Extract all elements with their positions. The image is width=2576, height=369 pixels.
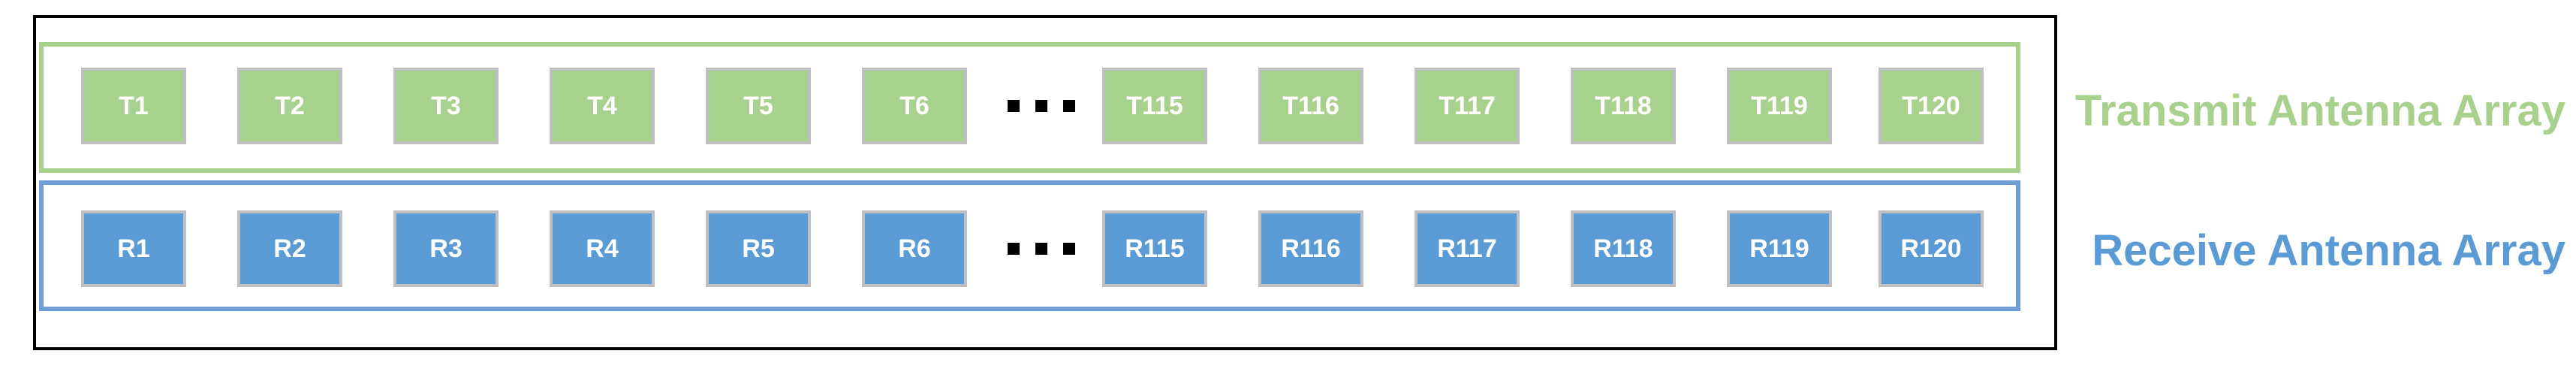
transmit-element: T6 bbox=[862, 68, 967, 144]
transmit-element: T2 bbox=[237, 68, 342, 144]
receive-ellipsis bbox=[1008, 237, 1075, 260]
transmit-element: T120 bbox=[1879, 68, 1984, 144]
transmit-element: T5 bbox=[706, 68, 811, 144]
transmit-element: T115 bbox=[1102, 68, 1207, 144]
transmit-array-label: Transmit Antenna Array bbox=[2074, 86, 2565, 135]
transmit-ellipsis bbox=[1008, 95, 1075, 117]
transmit-element: T116 bbox=[1258, 68, 1363, 144]
transmit-element: T1 bbox=[81, 68, 186, 144]
receive-element: R116 bbox=[1258, 210, 1363, 287]
receive-element: R115 bbox=[1102, 210, 1207, 287]
receive-element: R118 bbox=[1571, 210, 1676, 287]
receive-array-frame bbox=[39, 180, 2020, 311]
receive-element: R119 bbox=[1727, 210, 1832, 287]
receive-element: R3 bbox=[393, 210, 499, 287]
receive-element: R4 bbox=[550, 210, 655, 287]
receive-element: R117 bbox=[1415, 210, 1520, 287]
transmit-element: T118 bbox=[1571, 68, 1676, 144]
receive-element: R6 bbox=[862, 210, 967, 287]
receive-element: R5 bbox=[706, 210, 811, 287]
transmit-element: T119 bbox=[1727, 68, 1832, 144]
receive-array-label: Receive Antenna Array bbox=[2092, 226, 2565, 275]
transmit-element: T117 bbox=[1415, 68, 1520, 144]
transmit-element: T4 bbox=[550, 68, 655, 144]
receive-element: R120 bbox=[1879, 210, 1984, 287]
receive-element: R2 bbox=[237, 210, 342, 287]
receive-element: R1 bbox=[81, 210, 186, 287]
transmit-array-frame bbox=[39, 42, 2020, 173]
transmit-element: T3 bbox=[393, 68, 499, 144]
